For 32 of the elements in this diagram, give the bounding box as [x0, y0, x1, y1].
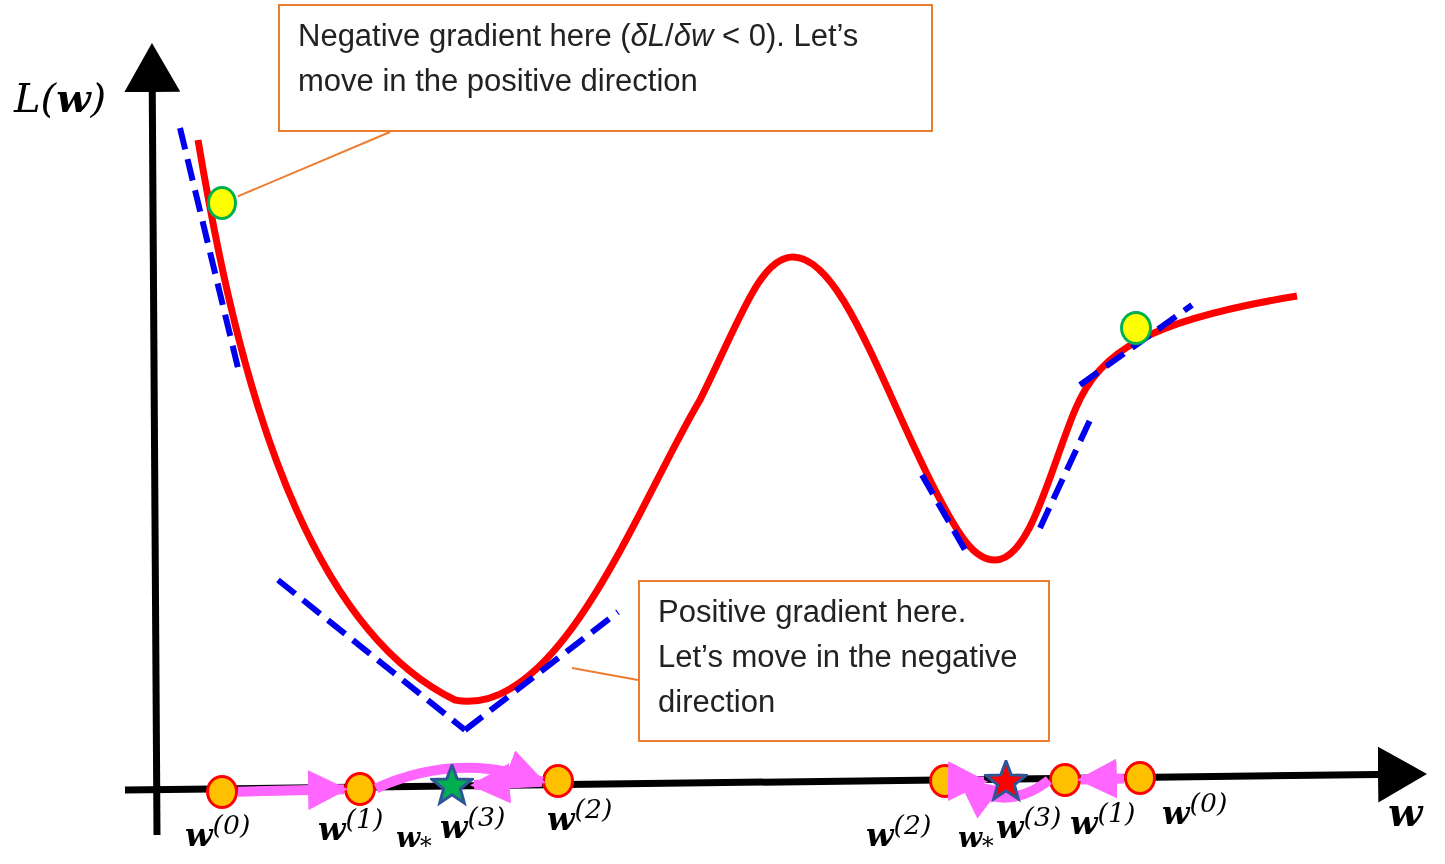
point-label: w$^{(1)}$	[318, 806, 384, 845]
leader-line	[571, 667, 639, 681]
star-marker	[984, 760, 1028, 804]
point-label: w$^{(3)}$	[440, 804, 506, 843]
callout-text: Positive gradient here. Let’s move in the negative direction	[658, 593, 1019, 721]
point-marker	[207, 186, 237, 220]
callout-text: Negative gradient here (δL/δw < 0). Let’s move in the positive direction	[298, 17, 860, 100]
leader-line	[236, 131, 391, 198]
point-marker	[1124, 761, 1156, 795]
arrow	[374, 751, 546, 793]
callout-box	[638, 580, 1050, 742]
axis-label: w	[1388, 792, 1423, 832]
point-label: w$_{*}$	[958, 824, 994, 858]
arrow	[237, 770, 348, 811]
point-label: w$^{(0)}$	[1162, 790, 1228, 829]
axis-label: L(w)	[14, 78, 107, 118]
point-label: w$^{(1)}$	[1070, 800, 1136, 839]
point-label: w$^{(2)}$	[866, 812, 932, 851]
point-marker	[206, 775, 238, 809]
arrow	[1077, 758, 1125, 799]
point-marker	[542, 764, 574, 798]
point-label: w$^{(0)}$	[185, 812, 251, 851]
point-label: w$^{(2)}$	[547, 796, 613, 835]
point-label: w$_{*}$	[396, 824, 432, 858]
callout-box	[278, 4, 933, 132]
arrow	[947, 761, 988, 802]
star-marker	[430, 764, 474, 808]
point-label: w$^{(3)}$	[996, 804, 1062, 843]
point-marker	[344, 772, 376, 806]
point-marker	[1049, 763, 1081, 797]
point-marker	[1120, 311, 1152, 345]
arrow	[470, 763, 543, 804]
